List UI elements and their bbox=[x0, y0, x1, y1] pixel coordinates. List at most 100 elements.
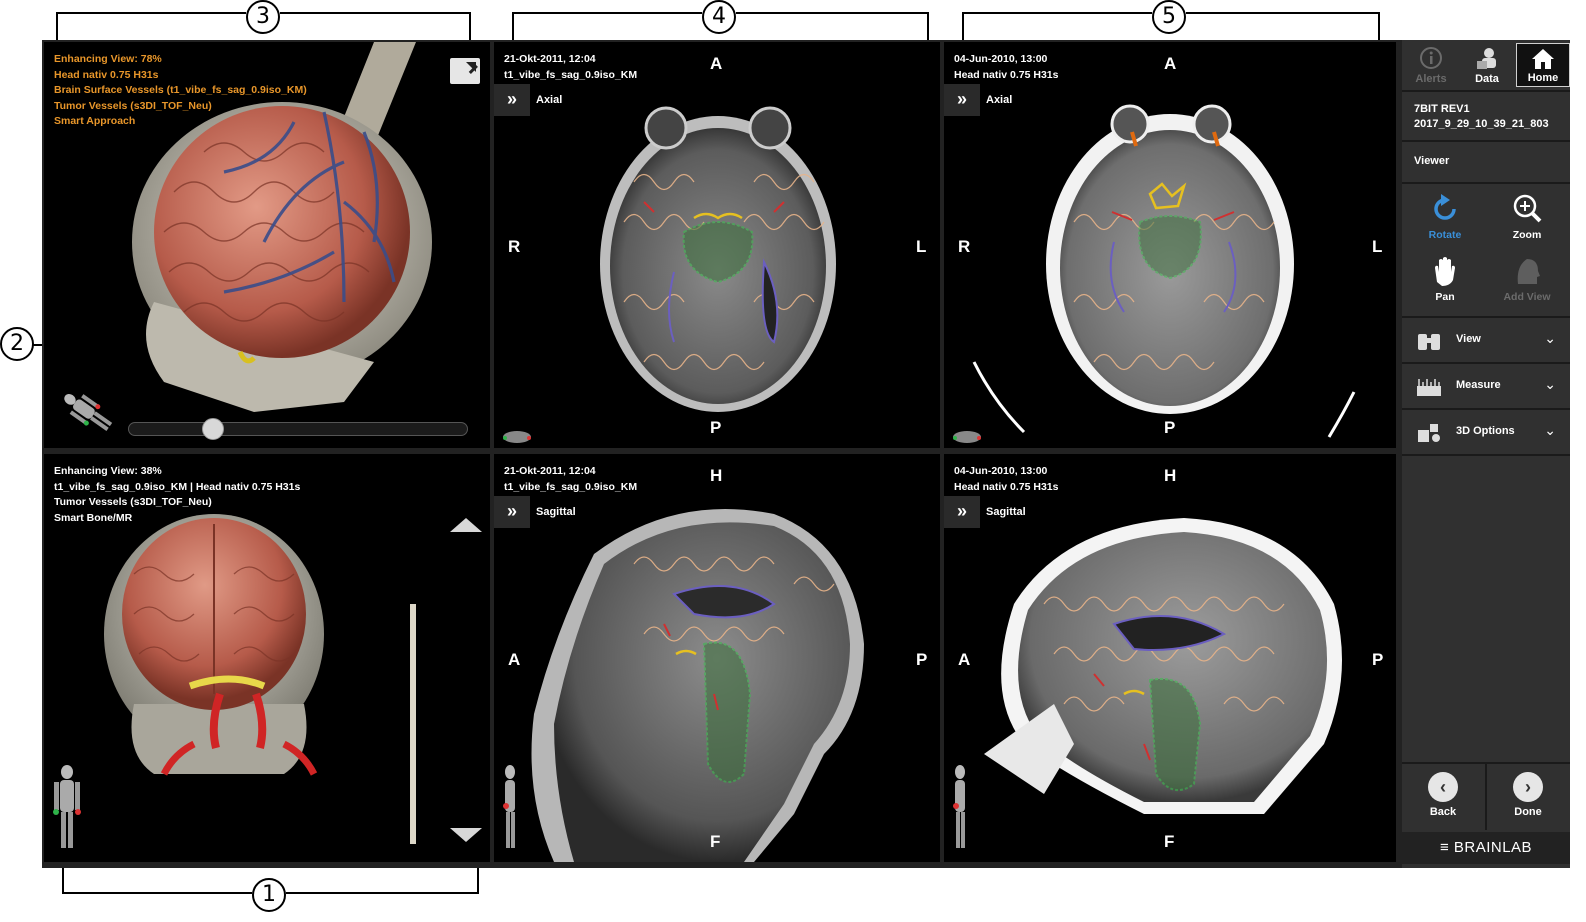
slider-handle[interactable] bbox=[201, 418, 224, 440]
menu-label: 3D Options bbox=[1456, 425, 1515, 437]
callout-number-2: 2 bbox=[0, 327, 34, 361]
3d-options-menu[interactable]: 3D Options ⌄ bbox=[1402, 410, 1570, 454]
orientation-bottom: P bbox=[1164, 418, 1176, 437]
viewport-3d-bone-mr[interactable]: Enhancing View: 38% t1_vibe_fs_sag_0.9is… bbox=[44, 454, 490, 862]
series-date: 21-Okt-2011, 12:04 bbox=[504, 465, 596, 477]
orientation-right: P bbox=[916, 650, 928, 669]
head-orientation-icon bbox=[950, 428, 984, 448]
viewport-axial-mr[interactable]: 21-Okt-2011, 12:04 t1_vibe_fs_sag_0.9iso… bbox=[494, 42, 940, 448]
expand-view-menu-button[interactable]: » bbox=[944, 84, 980, 116]
home-icon bbox=[1532, 49, 1554, 69]
back-label: Back bbox=[1429, 806, 1457, 818]
info-line: Tumor Vessels (s3DI_TOF_Neu) bbox=[54, 99, 212, 112]
brainlab-logo: ≡ BRAINLAB bbox=[1402, 832, 1570, 864]
rotate-tool[interactable]: Rotate bbox=[1404, 192, 1486, 241]
info-line: t1_vibe_fs_sag_0.9iso_KM | Head nativ 0.… bbox=[54, 480, 301, 493]
3d-brain-render bbox=[132, 42, 432, 412]
viewport-sagittal-ct[interactable]: 04-Jun-2010, 13:00 Head nativ 0.75 H31s … bbox=[944, 454, 1396, 862]
section-title: Viewer bbox=[1414, 155, 1450, 167]
patient-orientation-figure-icon bbox=[58, 382, 118, 447]
orientation-left: R bbox=[958, 237, 971, 256]
orientation-left: R bbox=[508, 237, 521, 256]
info-line: Head nativ 0.75 H31s bbox=[54, 68, 159, 81]
series-name: Head nativ 0.75 H31s bbox=[954, 68, 1059, 81]
transparency-slider[interactable] bbox=[128, 418, 468, 440]
series-date: 04-Jun-2010, 13:00 bbox=[954, 53, 1048, 65]
pan-tool[interactable]: Pan bbox=[1404, 254, 1486, 303]
series-info-text: 04-Jun-2010, 13:00 Head nativ 0.75 H31s bbox=[954, 52, 1058, 83]
series-info-text: 04-Jun-2010, 13:00 Head nativ 0.75 H31s bbox=[954, 464, 1058, 495]
patient-orientation-figure-icon bbox=[948, 762, 972, 862]
maximize-view-icon[interactable] bbox=[450, 58, 480, 84]
3d-view-info-text: Enhancing View: 38% t1_vibe_fs_sag_0.9is… bbox=[54, 464, 300, 526]
series-info-text: 21-Okt-2011, 12:04 t1_vibe_fs_sag_0.9iso… bbox=[504, 464, 637, 495]
series-name: t1_vibe_fs_sag_0.9iso_KM bbox=[504, 68, 638, 81]
sagittal-mr-image bbox=[531, 509, 864, 862]
tool-label: Rotate bbox=[1428, 229, 1462, 241]
tool-label: Zoom bbox=[1512, 229, 1542, 241]
rotate-icon bbox=[1434, 194, 1456, 220]
patient-info: 7BIT REV1 2017_9_29_10_39_21_803 bbox=[1414, 102, 1549, 132]
arrow-left-icon: ‹ bbox=[1428, 772, 1458, 802]
head-orientation-icon bbox=[500, 428, 534, 448]
callout-number-5: 5 bbox=[1152, 0, 1186, 34]
info-line: Brain Surface Vessels (t1_vibe_fs_sag_0.… bbox=[54, 84, 307, 96]
orientation-top: A bbox=[1164, 54, 1177, 73]
orientation-top: A bbox=[710, 54, 723, 73]
tab-label: Data bbox=[1475, 73, 1499, 85]
chevron-down-icon: ⌄ bbox=[1544, 422, 1556, 438]
alert-icon bbox=[1420, 47, 1442, 69]
measure-menu[interactable]: Measure ⌄ bbox=[1402, 364, 1570, 408]
tab-label: Home bbox=[1527, 72, 1559, 84]
chevron-down-icon: ⌄ bbox=[1544, 376, 1556, 392]
arrow-right-icon: › bbox=[1513, 772, 1543, 802]
scroll-down-arrow-icon[interactable] bbox=[450, 828, 482, 842]
view-menu[interactable]: View ⌄ bbox=[1402, 318, 1570, 362]
patient-id: 7BIT REV1 bbox=[1414, 103, 1470, 115]
viewport-sagittal-mr[interactable]: 21-Okt-2011, 12:04 t1_vibe_fs_sag_0.9iso… bbox=[494, 454, 940, 862]
callout-number-3: 3 bbox=[246, 0, 280, 34]
add-view-icon bbox=[1517, 259, 1540, 284]
orientation-right: P bbox=[1372, 650, 1384, 669]
orientation-right: L bbox=[1372, 237, 1383, 256]
brand-text: BRAINLAB bbox=[1453, 839, 1533, 856]
callout-number-1: 1 bbox=[252, 878, 286, 912]
tab-home[interactable]: Home bbox=[1516, 43, 1570, 87]
view-plane-label: Sagittal bbox=[986, 506, 1026, 518]
orientation-bottom: P bbox=[710, 418, 722, 437]
view-plane-label: Sagittal bbox=[536, 506, 576, 518]
tab-data[interactable]: Data bbox=[1460, 43, 1514, 87]
view-plane-label: Axial bbox=[986, 94, 1013, 106]
3d-skull-render bbox=[104, 514, 416, 844]
application-screen: Enhancing View: 78% Head nativ 0.75 H31s… bbox=[42, 40, 1570, 868]
done-button[interactable]: › Done bbox=[1487, 764, 1569, 830]
orientation-left: A bbox=[508, 650, 521, 669]
viewport-axial-ct[interactable]: 04-Jun-2010, 13:00 Head nativ 0.75 H31s … bbox=[944, 42, 1396, 448]
orientation-top: H bbox=[710, 466, 723, 485]
patient-date: 2017_9_29_10_39_21_803 bbox=[1414, 118, 1549, 130]
zoom-tool[interactable]: Zoom bbox=[1486, 192, 1568, 241]
info-line: Enhancing View: 38% bbox=[54, 465, 162, 477]
pan-hand-icon bbox=[1435, 257, 1455, 286]
info-line: Smart Bone/MR bbox=[54, 511, 133, 524]
binoculars-icon bbox=[1418, 334, 1440, 350]
expand-view-menu-button[interactable]: » bbox=[494, 84, 530, 116]
view-plane-label: Axial bbox=[536, 94, 563, 106]
axial-ct-image bbox=[972, 104, 1356, 438]
orientation-left: A bbox=[958, 650, 971, 669]
scroll-up-arrow-icon[interactable] bbox=[450, 518, 482, 532]
expand-view-menu-button[interactable]: » bbox=[494, 496, 530, 528]
viewport-3d-brain-surface[interactable]: Enhancing View: 78% Head nativ 0.75 H31s… bbox=[44, 42, 490, 448]
menu-label: Measure bbox=[1456, 379, 1501, 391]
info-line: Enhancing View: 78% bbox=[54, 53, 162, 65]
data-icon bbox=[1477, 48, 1496, 69]
3d-view-info-text: Enhancing View: 78% Head nativ 0.75 H31s… bbox=[54, 52, 307, 130]
expand-view-menu-button[interactable]: » bbox=[944, 496, 980, 528]
back-button[interactable]: ‹ Back bbox=[1402, 764, 1484, 830]
menu-label: View bbox=[1456, 333, 1481, 345]
done-label: Done bbox=[1514, 806, 1542, 818]
callout-number-4: 4 bbox=[702, 0, 736, 34]
add-view-tool[interactable]: Add View bbox=[1486, 254, 1568, 303]
brand-mark-icon: ≡ bbox=[1439, 839, 1454, 856]
tab-alerts[interactable]: Alerts bbox=[1404, 43, 1458, 87]
